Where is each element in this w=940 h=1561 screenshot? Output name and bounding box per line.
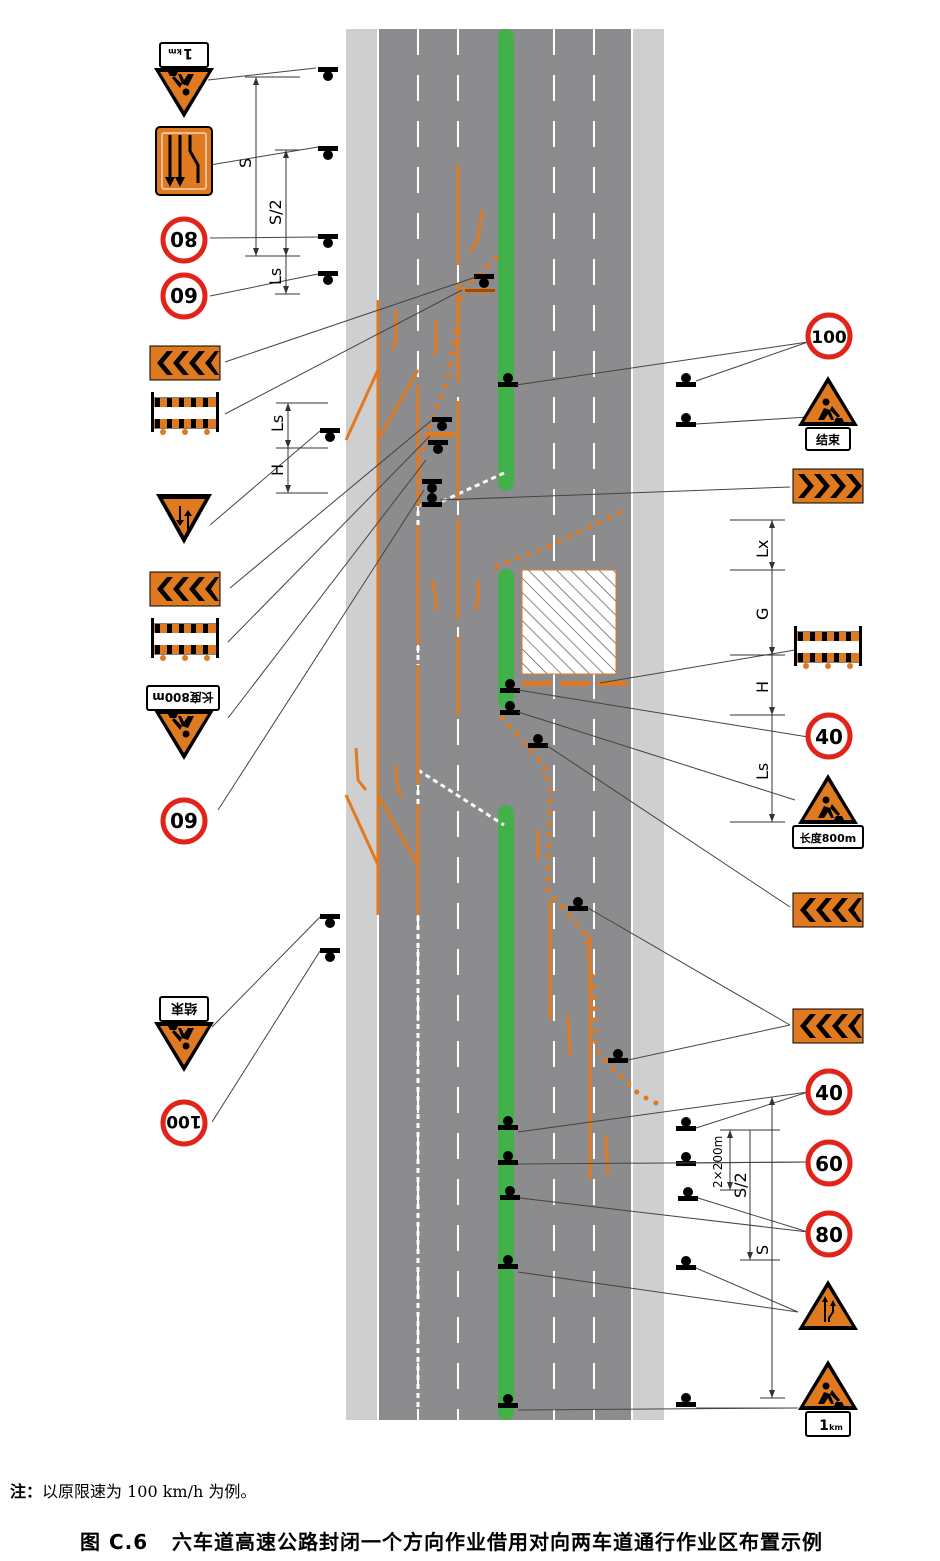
lane-closure-sign [155, 126, 213, 196]
figure-number: 图 C.6 [80, 1530, 149, 1554]
construction-warning-sign-length [798, 774, 858, 824]
construction-warning-sign-end [798, 376, 858, 426]
speed-limit-100-right: 100 [805, 312, 853, 360]
dim-h-right: H [753, 681, 772, 693]
svg-text:km: km [829, 1423, 843, 1432]
dim-s-half-top: S/2 [266, 199, 285, 225]
speed-limit-40-bottom: 40 [805, 1068, 853, 1116]
svg-text:长度800m: 长度800m [800, 831, 856, 845]
temporary-barrier-exit [417, 768, 505, 827]
svg-text:结束: 结束 [816, 432, 841, 447]
chevron-sign-left-2 [149, 571, 221, 607]
length-plate-right: 长度800m [792, 825, 864, 849]
median-middle [498, 569, 514, 709]
speed-limit-80-right: 80 [805, 1210, 853, 1258]
svg-text:1: 1 [819, 1418, 829, 1434]
speed-limit-40-bottom-text: 40 [815, 1081, 843, 1105]
end-plate-right: 结束 [805, 427, 851, 451]
work-zone [521, 569, 617, 675]
dim-ls-top: Ls [266, 268, 285, 285]
barrier-sign-right [793, 625, 863, 670]
dim-2x200: 2×200m [711, 1136, 725, 1188]
dimension-arrows [253, 77, 775, 1398]
dim-g: G [753, 608, 772, 620]
speed-limit-100-right-text: 100 [811, 328, 847, 348]
speed-limit-60-top-text: 60 [170, 283, 198, 307]
dim-s-bottom: S [753, 1245, 772, 1255]
svg-text:长度800m: 长度800m [152, 690, 214, 705]
right-signs: 100 结束 40 长度800m 40 [792, 312, 864, 1437]
leader-lines [207, 67, 809, 1411]
chevron-sign-right-top [792, 468, 864, 504]
speed-limit-60-right-text: 60 [815, 1152, 843, 1176]
speed-limit-40-mid-text: 40 [815, 725, 843, 749]
speed-limit-100-left-text: 100 [166, 1111, 202, 1131]
note: 注：以原限速为 100 km/h 为例。 [10, 1478, 256, 1502]
chevron-sign-right-mid [792, 892, 864, 928]
lane-reduction-warning-sign [798, 1280, 858, 1330]
speed-limit-60-top: 60 [160, 272, 208, 320]
dim-h-left: H [268, 464, 287, 476]
speed-limit-80-right-text: 80 [815, 1223, 843, 1247]
speed-limit-40-mid: 40 [805, 712, 853, 760]
note-text: 以原限速为 100 km/h 为例。 [42, 1482, 257, 1501]
construction-warning-sign-left-top [154, 68, 214, 118]
length-plate-left: 长度800m [146, 685, 220, 711]
barrier-sign-left-2 [150, 617, 220, 662]
chevron-sign-right-bottom [792, 1008, 864, 1044]
distance-plate-1km-right: 1 km [805, 1411, 851, 1437]
dim-ls-left: Ls [268, 415, 287, 432]
dim-s-top: S [236, 158, 255, 168]
construction-warning-sign-left-mid [154, 710, 214, 760]
left-shoulder [346, 29, 378, 1420]
construction-warning-sign-left-bottom [154, 1022, 214, 1072]
right-shoulder [632, 29, 664, 1420]
svg-text:结束: 结束 [170, 1000, 197, 1016]
chevron-sign-left-1 [149, 345, 221, 381]
speed-limit-60-bottom: 60 [160, 797, 208, 845]
traffic-control-diagram: S S/2 Ls Ls H Lx G H Ls 2×200m S/2 S 1 k… [146, 29, 864, 1437]
median-lower [498, 805, 514, 1420]
median-upper [498, 29, 514, 491]
temporary-markings [344, 165, 610, 1180]
barrier-sign-left-1 [150, 391, 220, 436]
dim-s-half-bottom: S/2 [731, 1172, 750, 1198]
speed-limit-60-right: 60 [805, 1139, 853, 1187]
dim-ls-right: Ls [753, 763, 772, 780]
left-signs: 1 km 80 60 [146, 42, 221, 1147]
speed-limit-80-text: 80 [170, 227, 198, 251]
dimension-labels: S S/2 Ls Ls H Lx G H Ls 2×200m S/2 S [236, 158, 772, 1255]
svg-text:1: 1 [183, 45, 193, 61]
figure-title: 六车道高速公路封闭一个方向作业借用对向两车道通行作业区布置示例 [172, 1530, 824, 1554]
dim-lx: Lx [753, 540, 772, 558]
note-prefix: 注： [10, 1482, 43, 1501]
barrier-strips [425, 288, 627, 686]
svg-text:km: km [168, 47, 182, 56]
distance-plate-1km-left: 1 km [159, 42, 209, 68]
two-way-traffic-sign [156, 494, 212, 544]
road [346, 29, 664, 1420]
construction-warning-sign-1km [798, 1360, 858, 1410]
speed-limit-80: 80 [160, 216, 208, 264]
speed-limit-60-bottom-text: 60 [170, 808, 198, 832]
speed-limit-100-left: 100 [160, 1099, 208, 1147]
figure-caption: 图 C.6 六车道高速公路封闭一个方向作业借用对向两车道通行作业区布置示例 [80, 1526, 823, 1555]
end-plate-left: 结束 [159, 996, 209, 1022]
